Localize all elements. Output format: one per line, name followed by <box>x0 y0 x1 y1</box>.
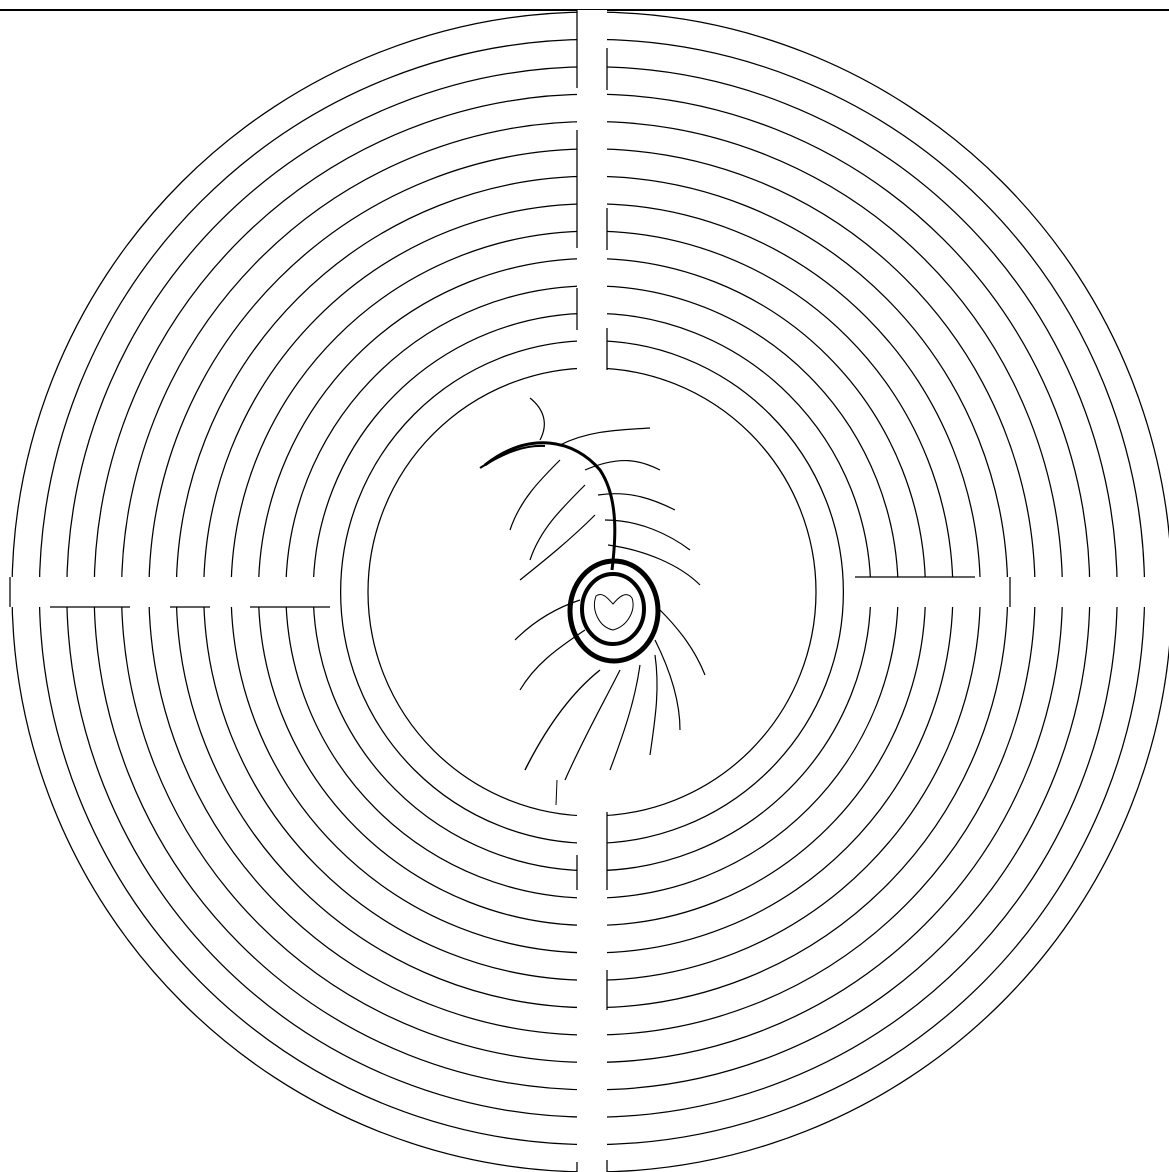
labyrinth-gap <box>577 812 607 1172</box>
labyrinth-gap <box>577 10 607 370</box>
labyrinth-gap <box>0 577 335 607</box>
